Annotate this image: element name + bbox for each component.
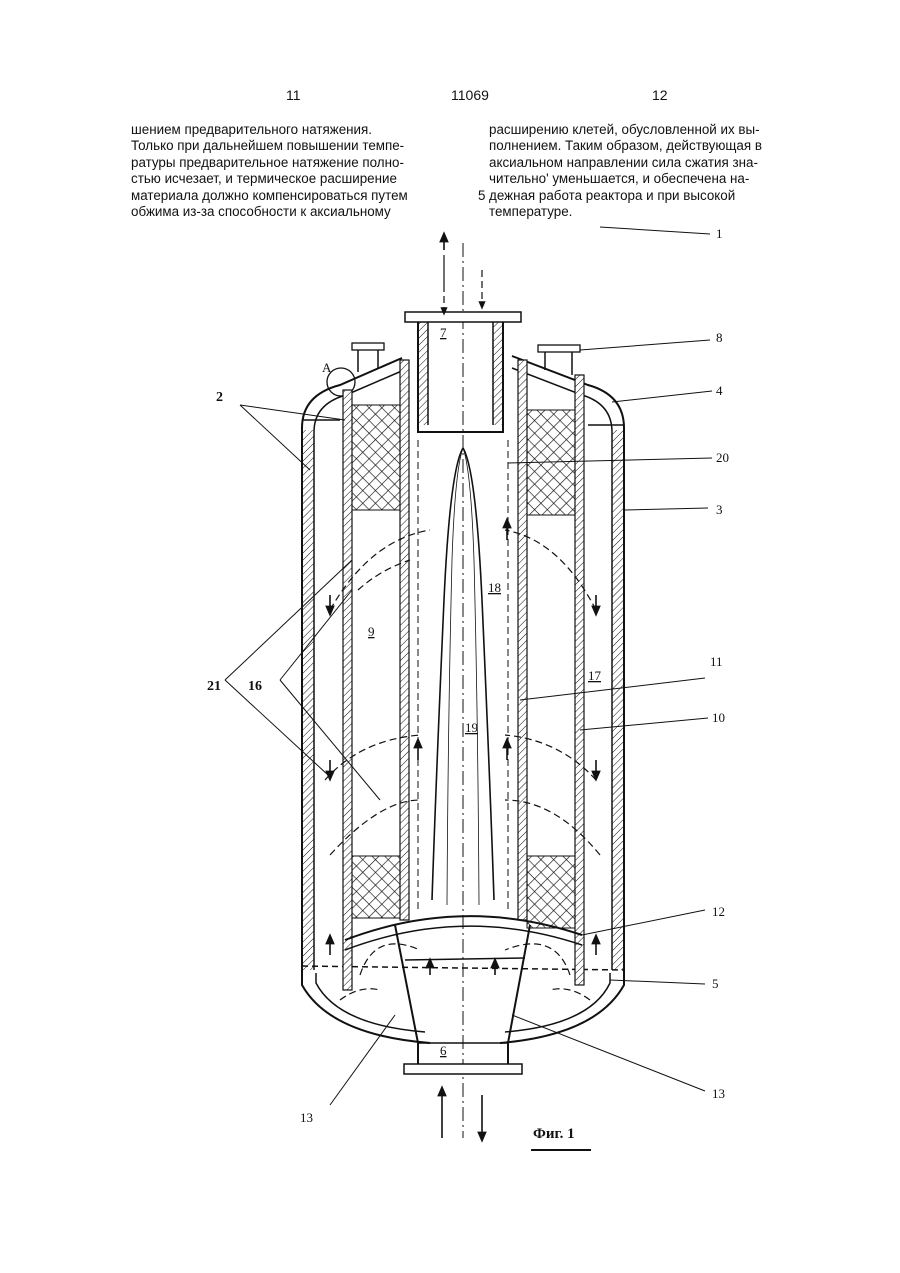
label-5: 5	[712, 976, 719, 991]
label-20: 20	[716, 450, 729, 465]
label-18: 18	[488, 580, 501, 595]
label-13: 13	[712, 1086, 725, 1101]
figure-caption: Фиг. 1	[533, 1126, 575, 1142]
label-13-lower-left: 13	[300, 1110, 313, 1125]
label-21: 21	[207, 679, 221, 694]
label-17: 17	[588, 668, 602, 683]
side-nozzle-right	[538, 345, 580, 375]
label-2: 2	[216, 390, 223, 405]
label-3: 3	[716, 502, 723, 517]
label-10: 10	[712, 710, 725, 725]
label-9: 9	[368, 624, 375, 639]
label-19: 19	[465, 720, 478, 735]
label-16: 16	[248, 679, 262, 694]
leader-lines	[225, 227, 712, 1105]
label-1: 1	[716, 226, 723, 241]
detail-label-a: A	[322, 360, 332, 375]
label-8: 8	[716, 330, 723, 345]
label-12: 12	[712, 904, 725, 919]
label-7: 7	[440, 325, 447, 340]
label-6: 6	[440, 1043, 447, 1058]
label-4: 4	[716, 383, 723, 398]
label-11: 11	[710, 654, 723, 669]
